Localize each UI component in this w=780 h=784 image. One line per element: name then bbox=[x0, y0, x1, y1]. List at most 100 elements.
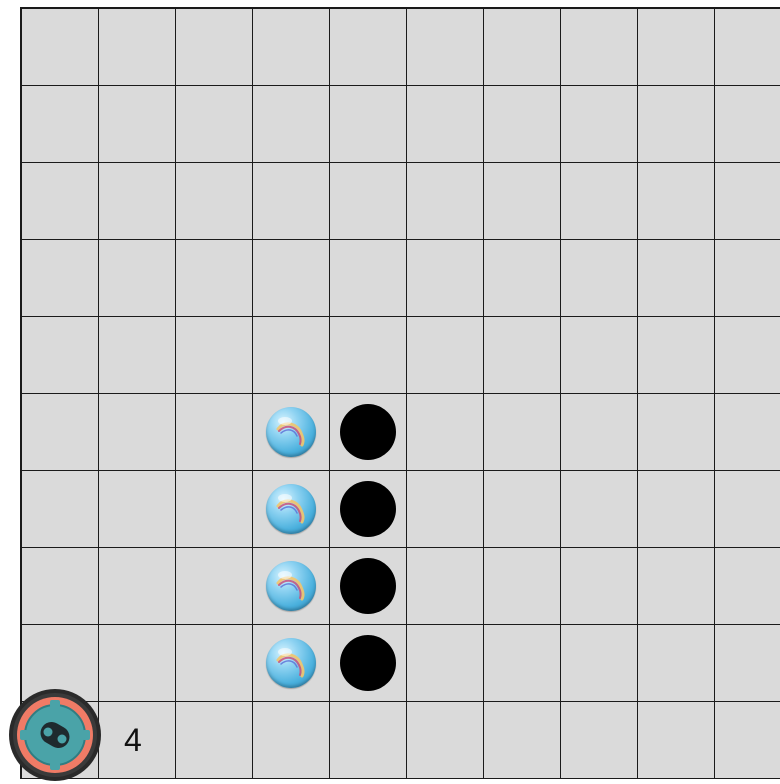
board-cell[interactable] bbox=[99, 548, 176, 625]
board-cell[interactable] bbox=[638, 625, 715, 702]
board-cell[interactable] bbox=[22, 548, 99, 625]
board-cell[interactable] bbox=[407, 548, 484, 625]
board-cell[interactable] bbox=[330, 317, 407, 394]
board-cell[interactable] bbox=[484, 9, 561, 86]
board-cell[interactable] bbox=[407, 625, 484, 702]
board-cell[interactable] bbox=[561, 702, 638, 779]
board-cell[interactable] bbox=[176, 394, 253, 471]
board-cell[interactable] bbox=[330, 625, 407, 702]
board-cell[interactable] bbox=[22, 471, 99, 548]
board-cell[interactable] bbox=[99, 471, 176, 548]
board-cell[interactable] bbox=[561, 9, 638, 86]
board-cell[interactable] bbox=[407, 9, 484, 86]
board-cell[interactable] bbox=[715, 163, 780, 240]
board-cell[interactable] bbox=[22, 86, 99, 163]
board-cell[interactable] bbox=[253, 163, 330, 240]
board-cell[interactable] bbox=[561, 86, 638, 163]
board-cell[interactable] bbox=[407, 240, 484, 317]
board-cell[interactable] bbox=[330, 702, 407, 779]
board-cell[interactable] bbox=[407, 86, 484, 163]
board-cell[interactable] bbox=[484, 394, 561, 471]
board-cell[interactable] bbox=[176, 471, 253, 548]
board-cell[interactable] bbox=[638, 163, 715, 240]
board-cell[interactable] bbox=[561, 548, 638, 625]
board-cell[interactable] bbox=[561, 471, 638, 548]
board-cell[interactable] bbox=[484, 86, 561, 163]
board-cell[interactable] bbox=[561, 394, 638, 471]
board-cell[interactable] bbox=[715, 9, 780, 86]
board-cell[interactable] bbox=[561, 163, 638, 240]
board-cell[interactable] bbox=[715, 471, 780, 548]
board-cell[interactable] bbox=[484, 548, 561, 625]
board-cell[interactable] bbox=[715, 86, 780, 163]
board-cell[interactable] bbox=[253, 471, 330, 548]
board-cell[interactable] bbox=[330, 471, 407, 548]
board-cell[interactable] bbox=[638, 240, 715, 317]
board-cell[interactable] bbox=[715, 240, 780, 317]
board-cell[interactable] bbox=[407, 471, 484, 548]
board-cell[interactable] bbox=[99, 317, 176, 394]
board-cell[interactable] bbox=[176, 240, 253, 317]
board-cell[interactable] bbox=[330, 240, 407, 317]
board-cell[interactable] bbox=[407, 317, 484, 394]
board-cell[interactable] bbox=[638, 9, 715, 86]
board-cell[interactable] bbox=[176, 9, 253, 86]
board-cell[interactable] bbox=[176, 86, 253, 163]
board-cell[interactable] bbox=[638, 702, 715, 779]
board-cell[interactable] bbox=[407, 702, 484, 779]
board-cell[interactable] bbox=[484, 317, 561, 394]
board-cell[interactable] bbox=[253, 317, 330, 394]
board-cell[interactable] bbox=[561, 240, 638, 317]
board-cell[interactable] bbox=[715, 394, 780, 471]
board-cell[interactable] bbox=[638, 471, 715, 548]
board-cell[interactable] bbox=[176, 548, 253, 625]
board-cell[interactable] bbox=[176, 317, 253, 394]
board-cell[interactable] bbox=[22, 317, 99, 394]
marble-stone bbox=[266, 561, 316, 611]
board-cell[interactable] bbox=[22, 9, 99, 86]
board-cell[interactable] bbox=[330, 9, 407, 86]
board-cell[interactable] bbox=[407, 163, 484, 240]
board-cell[interactable] bbox=[330, 394, 407, 471]
board-cell[interactable] bbox=[561, 317, 638, 394]
board-cell[interactable] bbox=[484, 471, 561, 548]
board-cell[interactable] bbox=[22, 163, 99, 240]
board-cell[interactable] bbox=[22, 240, 99, 317]
board-cell[interactable] bbox=[484, 702, 561, 779]
board-cell[interactable] bbox=[330, 86, 407, 163]
board-cell[interactable] bbox=[638, 317, 715, 394]
board-cell[interactable] bbox=[715, 548, 780, 625]
marble-stone bbox=[266, 484, 316, 534]
board-cell[interactable] bbox=[561, 625, 638, 702]
board-cell[interactable] bbox=[99, 163, 176, 240]
board-cell[interactable] bbox=[330, 548, 407, 625]
board-cell[interactable] bbox=[715, 317, 780, 394]
board-cell[interactable] bbox=[253, 394, 330, 471]
board-cell[interactable] bbox=[484, 625, 561, 702]
board-cell[interactable] bbox=[253, 702, 330, 779]
board-cell[interactable] bbox=[715, 702, 780, 779]
board-cell[interactable] bbox=[99, 9, 176, 86]
board-cell[interactable] bbox=[253, 240, 330, 317]
board-cell[interactable] bbox=[99, 394, 176, 471]
board-cell[interactable] bbox=[253, 9, 330, 86]
board-cell[interactable] bbox=[99, 240, 176, 317]
board-cell[interactable] bbox=[253, 548, 330, 625]
board-cell[interactable] bbox=[638, 86, 715, 163]
board-cell[interactable] bbox=[176, 163, 253, 240]
board-cell[interactable] bbox=[176, 702, 253, 779]
black-stone bbox=[340, 558, 396, 614]
board-cell[interactable] bbox=[99, 86, 176, 163]
board-cell[interactable] bbox=[638, 394, 715, 471]
board-cell[interactable] bbox=[715, 625, 780, 702]
board-cell[interactable] bbox=[253, 625, 330, 702]
board-cell[interactable] bbox=[638, 548, 715, 625]
board-cell[interactable] bbox=[22, 394, 99, 471]
marble-stone bbox=[266, 638, 316, 688]
board-cell[interactable] bbox=[253, 86, 330, 163]
board-cell[interactable] bbox=[407, 394, 484, 471]
board-cell[interactable] bbox=[176, 625, 253, 702]
board-cell[interactable] bbox=[330, 163, 407, 240]
board-cell[interactable] bbox=[484, 163, 561, 240]
board-cell[interactable] bbox=[484, 240, 561, 317]
